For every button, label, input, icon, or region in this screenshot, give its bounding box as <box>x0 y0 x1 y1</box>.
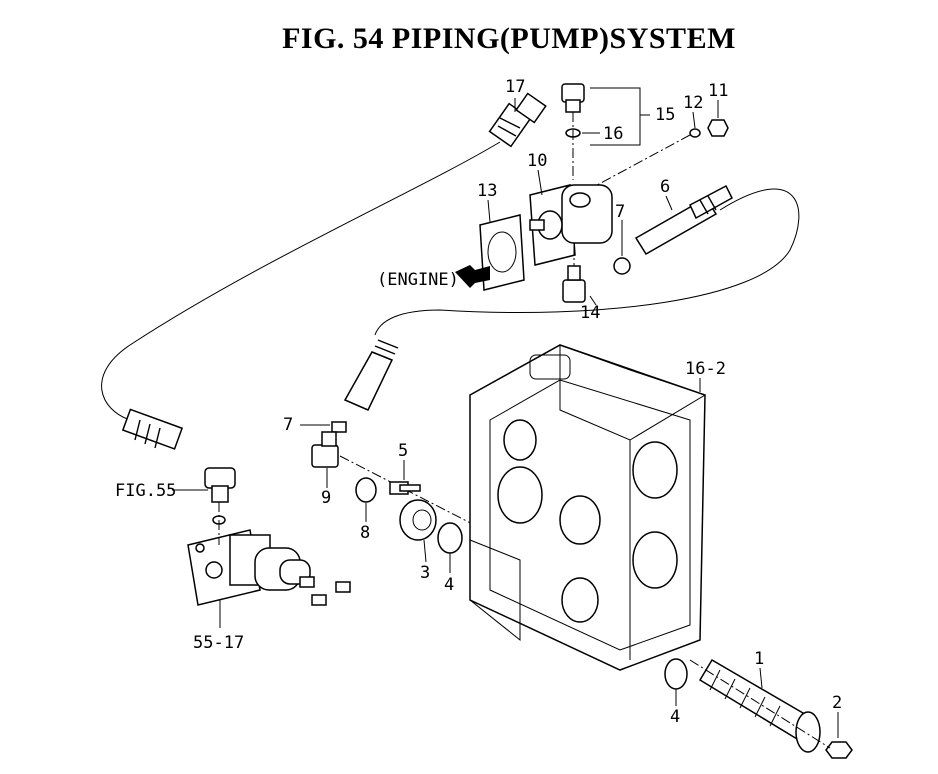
nut-11 <box>707 119 729 137</box>
leader-15-bracket <box>590 87 641 146</box>
label-16-2: 16-2 <box>685 359 726 379</box>
hose-section-left <box>343 339 399 411</box>
hose-end-17 <box>488 92 547 148</box>
o-ring-4-lower <box>664 658 688 690</box>
label-2: 2 <box>832 693 842 713</box>
hose-6 <box>634 184 733 256</box>
bolt-5 <box>389 481 421 495</box>
clamp-7-lower <box>331 421 347 433</box>
label-8: 8 <box>360 523 370 543</box>
hose-end-lower <box>121 408 184 450</box>
leader-10 <box>537 169 543 196</box>
label-17: 17 <box>505 77 525 97</box>
bolt-2 <box>825 741 853 759</box>
centerline-filter <box>689 659 831 749</box>
label-16: 16 <box>603 124 623 144</box>
label-15: 15 <box>655 105 675 125</box>
valve-assembly-55-17 <box>187 529 351 606</box>
label-6: 6 <box>660 177 670 197</box>
label-5: 5 <box>398 441 408 461</box>
pump-10 <box>529 184 613 266</box>
label-12: 12 <box>683 93 703 113</box>
leader-1 <box>759 667 763 689</box>
flange-3 <box>399 499 437 541</box>
elbow-fig55 <box>204 467 236 503</box>
figure-title: FIG. 54 PIPING(PUMP)SYSTEM <box>282 22 736 55</box>
hose-line-6 <box>374 188 800 336</box>
label-fig55: FIG.55 <box>115 481 176 501</box>
label-55-17: 55-17 <box>193 633 244 653</box>
label-3: 3 <box>420 563 430 583</box>
washer-12 <box>689 128 701 138</box>
leader-14 <box>589 295 597 306</box>
label-10: 10 <box>527 151 547 171</box>
transmission-case-16-2 <box>469 344 707 671</box>
label-4-lower: 4 <box>670 707 680 727</box>
elbow-15 <box>561 83 585 113</box>
o-ring-8 <box>355 477 377 503</box>
label-11: 11 <box>708 81 728 101</box>
label-4-upper: 4 <box>444 575 454 595</box>
leader-6 <box>665 195 673 211</box>
label-7-lower: 7 <box>283 415 293 435</box>
label-9: 9 <box>321 488 331 508</box>
gasket-13 <box>479 214 525 291</box>
hose-line-17 <box>101 141 501 421</box>
label-14: 14 <box>580 303 600 323</box>
fitting-9 <box>311 431 339 468</box>
leader-3 <box>423 539 427 563</box>
elbow-14 <box>562 265 586 303</box>
label-engine: (ENGINE) <box>377 270 459 290</box>
engine-arrow-icon <box>455 265 490 288</box>
leader-13 <box>487 199 491 223</box>
centerline-11 <box>559 134 691 206</box>
label-13: 13 <box>477 181 497 201</box>
leader-12 <box>692 111 696 129</box>
clamp-7-upper <box>613 257 631 275</box>
label-1: 1 <box>754 649 764 669</box>
label-7-upper: 7 <box>615 202 625 222</box>
o-ring-4-upper <box>437 522 463 554</box>
strainer-1 <box>698 658 821 753</box>
